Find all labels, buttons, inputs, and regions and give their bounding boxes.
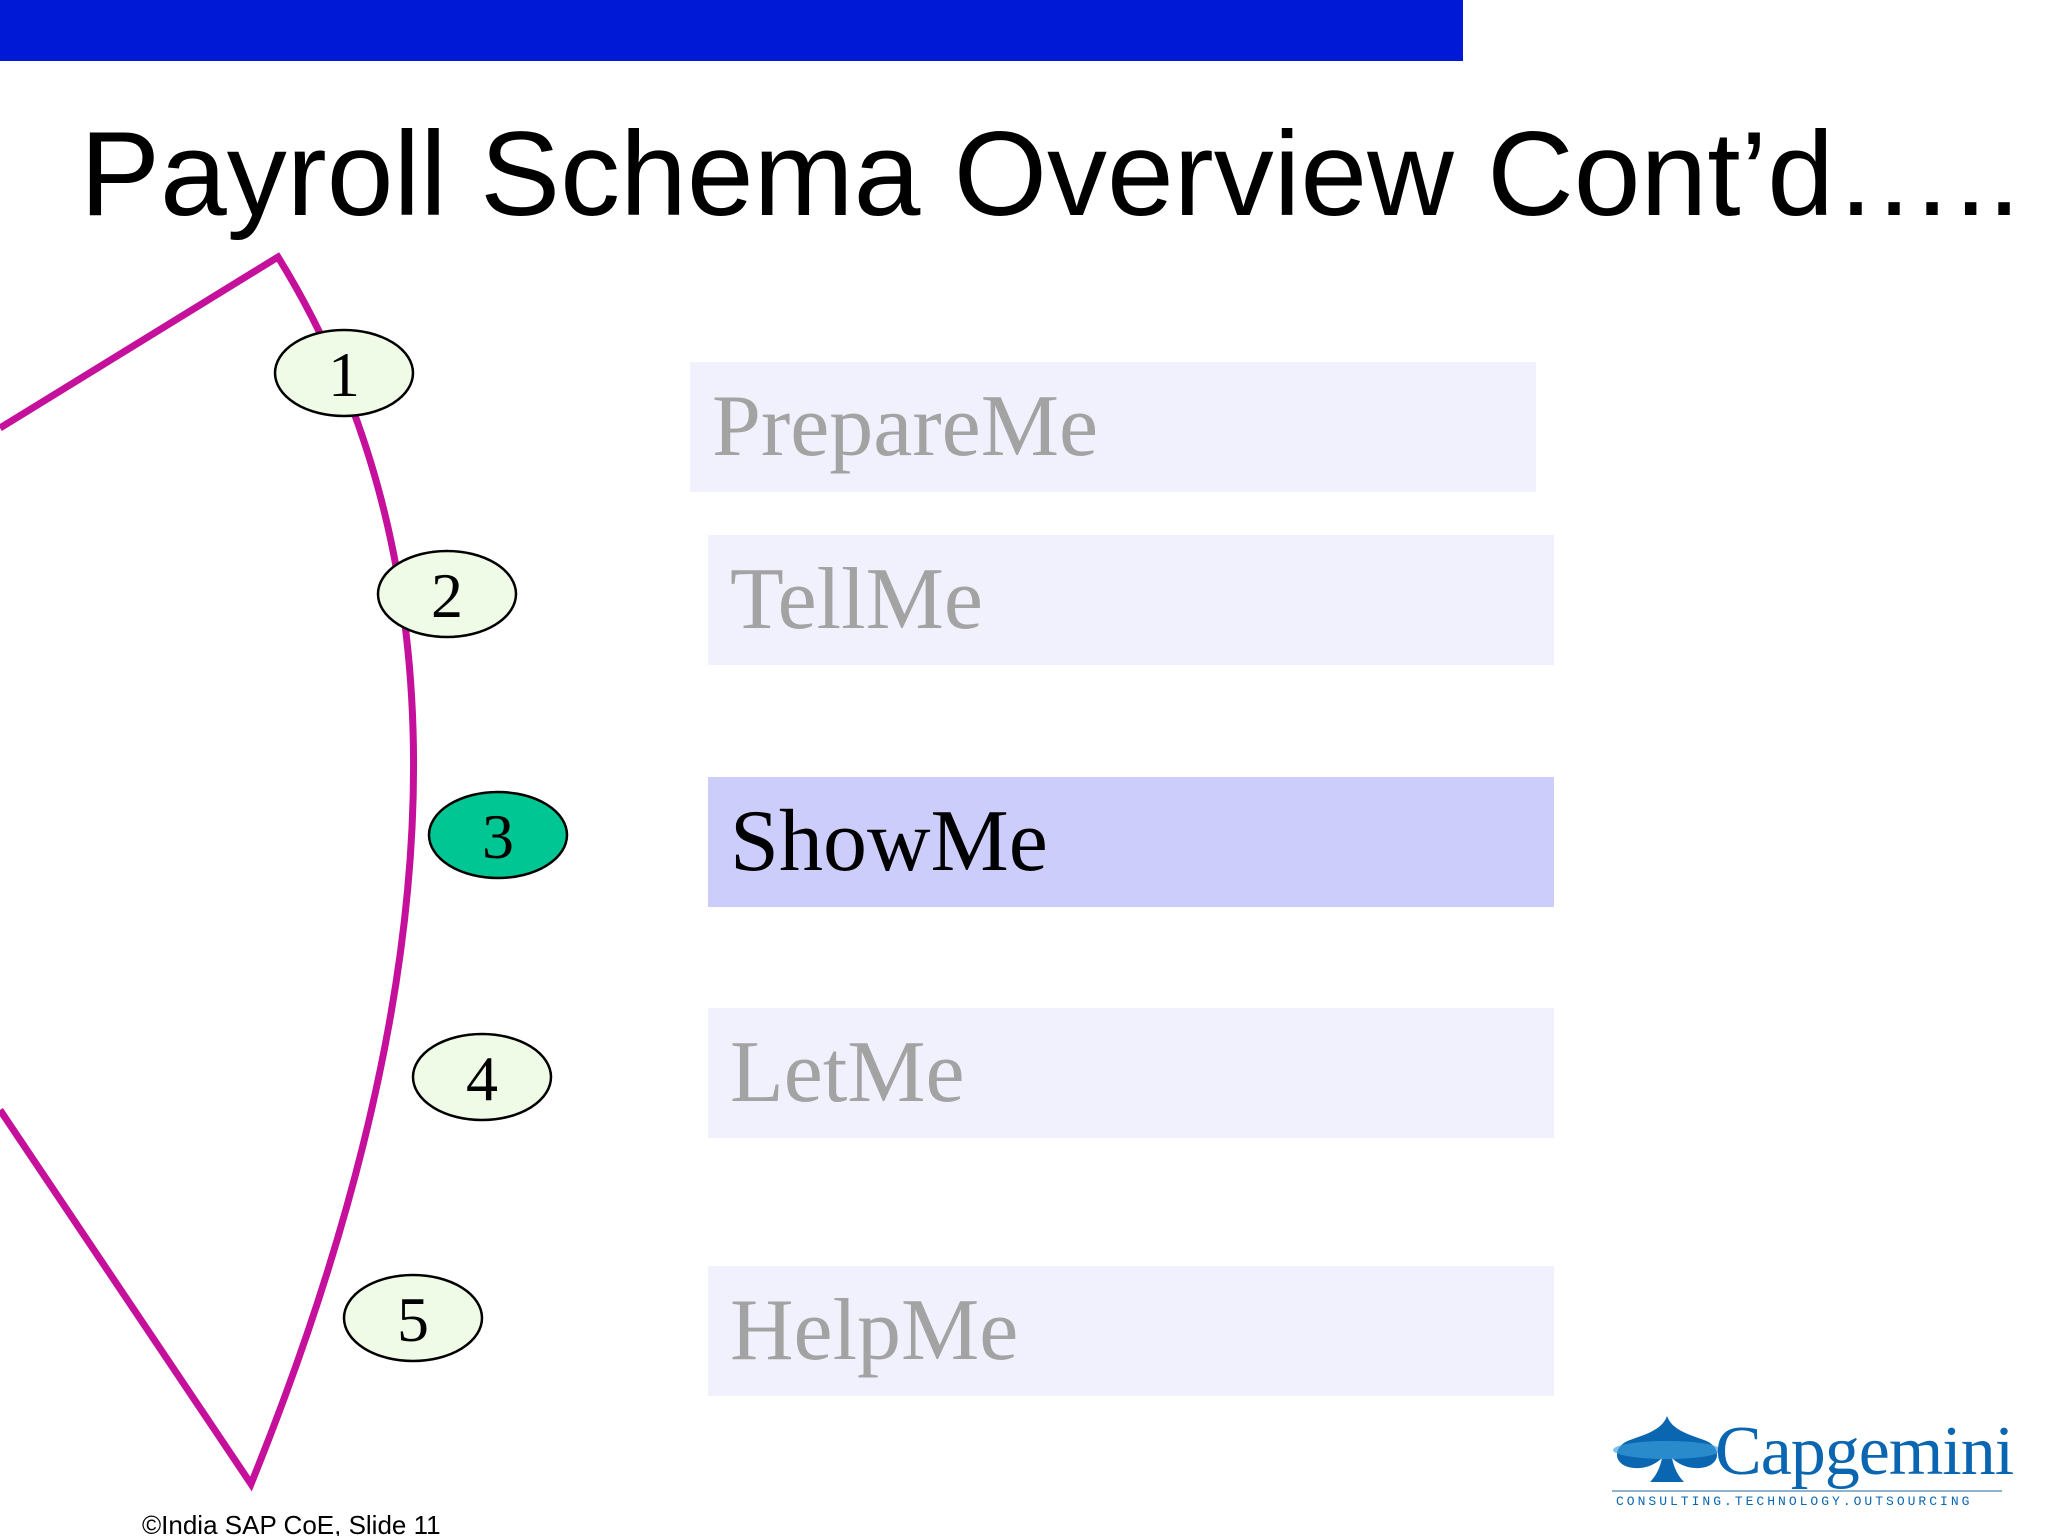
step-node-5: 5 xyxy=(342,1273,484,1363)
top-color-bar xyxy=(0,0,1463,61)
step-node-2: 2 xyxy=(376,549,518,639)
step-label: PrepareMe xyxy=(712,378,1099,475)
capgemini-logo: Capgemini CONSULTING.TECHNOLOGY.OUTSOURC… xyxy=(1612,1413,2014,1518)
svg-text:4: 4 xyxy=(466,1043,498,1114)
slide-footer: ©India SAP CoE, Slide 11 xyxy=(142,1510,441,1536)
spade-icon xyxy=(1613,1416,1721,1482)
logo-divider xyxy=(1612,1490,2002,1492)
step-box-prepareme: PrepareMe xyxy=(690,362,1536,492)
step-box-letme: LetMe xyxy=(708,1008,1554,1138)
svg-text:5: 5 xyxy=(397,1284,429,1355)
step-label: TellMe xyxy=(730,551,983,648)
svg-text:2: 2 xyxy=(431,560,463,631)
svg-text:3: 3 xyxy=(482,801,514,872)
step-box-tellme: TellMe xyxy=(708,535,1554,665)
logo-wordmark: Capgemini xyxy=(1715,1413,2014,1490)
step-box-helpme: HelpMe xyxy=(708,1266,1554,1396)
step-label: HelpMe xyxy=(730,1282,1019,1379)
step-label: LetMe xyxy=(730,1024,965,1121)
step-box-showme: ShowMe xyxy=(708,777,1554,907)
logo-tagline: CONSULTING.TECHNOLOGY.OUTSOURCING xyxy=(1616,1494,1973,1509)
step-node-1: 1 xyxy=(273,328,415,418)
slide-title: Payroll Schema Overview Cont’d….. xyxy=(80,107,2021,241)
svg-text:1: 1 xyxy=(328,339,360,410)
step-label: ShowMe xyxy=(730,793,1048,890)
step-node-4: 4 xyxy=(411,1032,553,1122)
step-node-3: 3 xyxy=(427,790,569,880)
